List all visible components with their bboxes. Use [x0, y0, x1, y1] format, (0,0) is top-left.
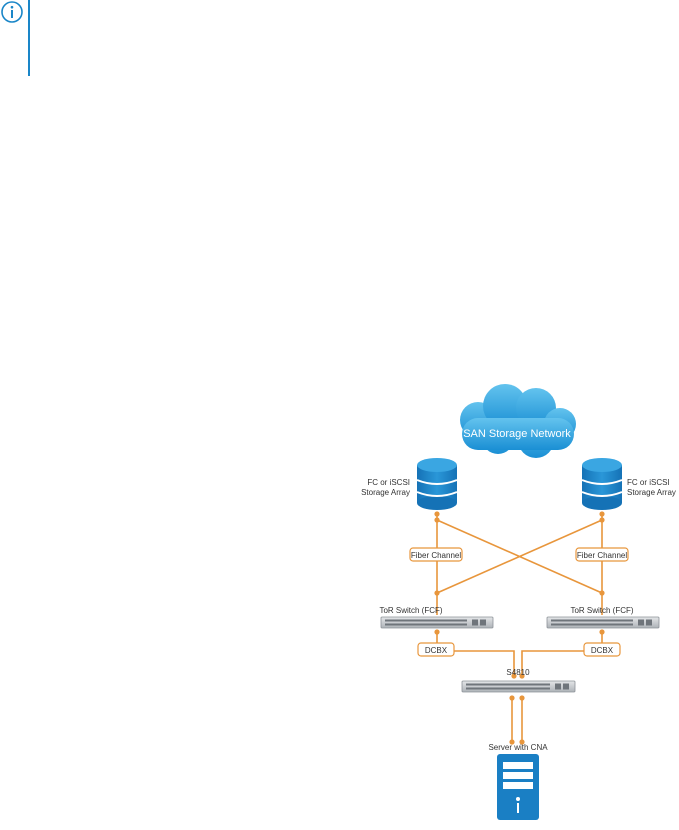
- center-switch-label: S4810: [506, 668, 530, 677]
- tor-right-label: ToR Switch (FCF): [570, 606, 633, 615]
- info-icon: [1, 1, 23, 23]
- fiber-channel-right-label: Fiber Channel: [577, 551, 627, 560]
- storage-array-right-icon: [581, 458, 623, 510]
- fiber-channel-left-label: Fiber Channel: [411, 551, 461, 560]
- storage-left-line2: Storage Array: [361, 488, 410, 497]
- cloud-icon: [460, 384, 576, 458]
- tor-switch-left-icon: [380, 616, 494, 629]
- note-divider: [28, 0, 30, 76]
- fiber-channel-right-badge: [575, 547, 629, 562]
- server-icon: [497, 754, 539, 820]
- server-label: Server with CNA: [488, 743, 548, 752]
- storage-array-left-icon: [416, 458, 458, 510]
- dcbx-right-label: DCBX: [591, 646, 614, 655]
- storage-right-line2: Storage Array: [627, 488, 676, 497]
- note-callout: [0, 0, 40, 80]
- link-endpoints: [434, 511, 605, 745]
- storage-right-line1: FC or iSCSI: [627, 478, 670, 487]
- dcbx-left-label: DCBX: [425, 646, 448, 655]
- link-lines: [436, 514, 603, 742]
- dcbx-left-badge: [417, 642, 455, 657]
- storage-left-line1: FC or iSCSI: [367, 478, 410, 487]
- fiber-channel-left-badge: [409, 547, 463, 562]
- dcbx-right-badge: [583, 642, 621, 657]
- tor-switch-right-icon: [546, 616, 660, 629]
- cloud-label: SAN Storage Network: [463, 428, 571, 440]
- tor-left-label: ToR Switch (FCF): [379, 606, 442, 615]
- center-switch-icon: [461, 680, 576, 693]
